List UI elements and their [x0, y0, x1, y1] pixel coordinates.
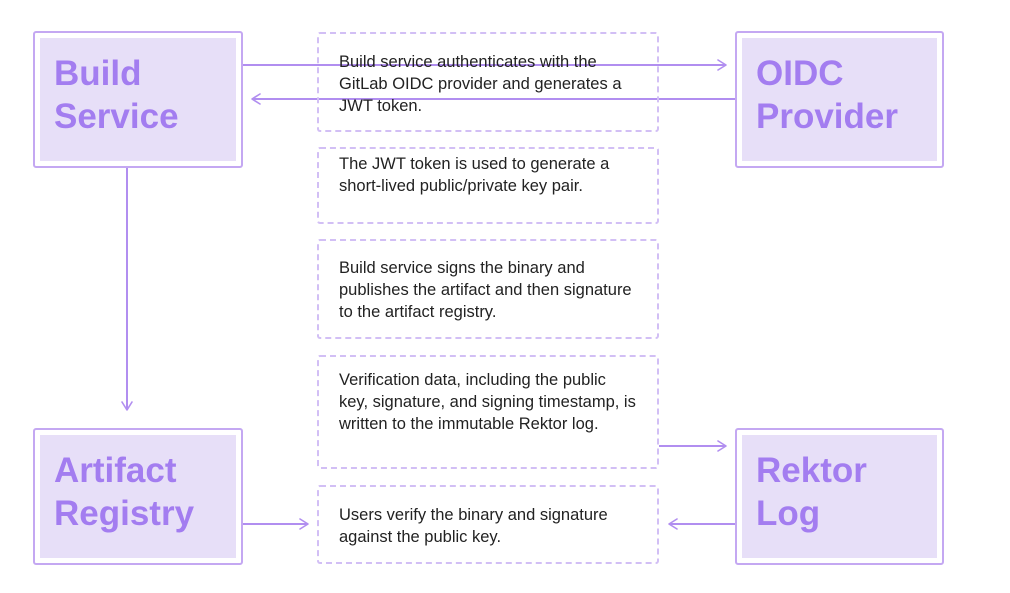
- artifact-registry-label: Artifact Registry: [54, 451, 195, 533]
- build-service-label: Build Service: [54, 54, 179, 136]
- rektor-log-node: Rektor Log: [735, 428, 944, 565]
- oidc-provider-label: OIDC Provider: [756, 54, 898, 136]
- step-text-2: The JWT token is used to generate a shor…: [339, 155, 610, 195]
- oidc-provider-node: OIDC Provider: [735, 31, 944, 168]
- step-text-3: Build service signs the binary and publi…: [339, 259, 632, 321]
- step-note-5: Users verify the binary and signature ag…: [317, 485, 659, 564]
- step-text-4: Verification data, including the public …: [339, 371, 636, 433]
- step-note-2: The JWT token is used to generate a shor…: [317, 147, 659, 224]
- step-note-1: Build service authenticates with the Git…: [317, 32, 659, 132]
- step-text-5: Users verify the binary and signature ag…: [339, 506, 608, 546]
- step-note-3: Build service signs the binary and publi…: [317, 239, 659, 339]
- artifact-registry-node: Artifact Registry: [33, 428, 243, 565]
- rektor-log-label: Rektor Log: [756, 451, 867, 533]
- step-text-1: Build service authenticates with the Git…: [339, 53, 622, 115]
- step-note-4: Verification data, including the public …: [317, 355, 659, 469]
- build-service-node: Build Service: [33, 31, 243, 168]
